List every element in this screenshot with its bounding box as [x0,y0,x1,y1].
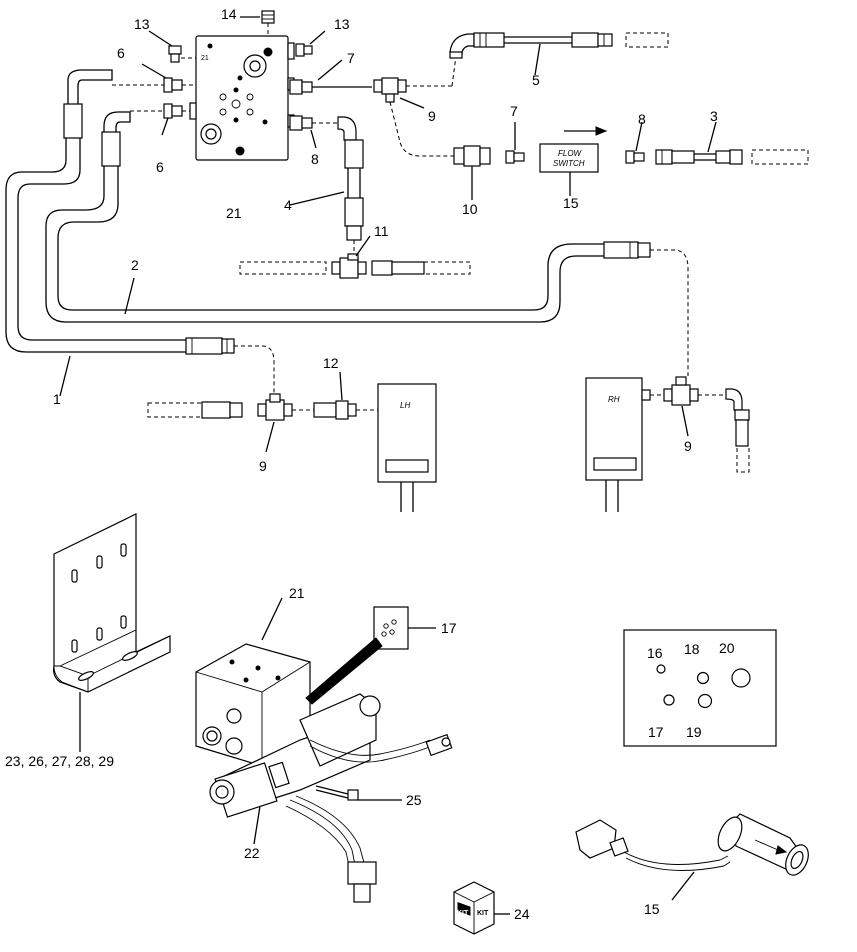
callout-22: 22 [244,845,260,861]
manifold-block-top [189,35,295,161]
tee-fitting-9-rh [650,376,750,473]
fitting-7-flow [505,122,525,164]
callout-4: 4 [284,197,292,213]
kit-label-right: KIT [477,910,489,917]
rh-unit [585,377,651,512]
callout-9-top: 9 [428,108,436,124]
flow-switch-harness [575,813,809,901]
callout-13-left: 13 [134,16,150,32]
callout-10: 10 [462,201,478,217]
hose-2 [45,111,689,376]
fitting-8-flow [625,121,645,164]
callout-21-top: 21 [226,205,242,221]
tee-fitting-9-lh [147,393,314,453]
callout-1: 1 [53,391,61,407]
fitting-6-lower [130,103,190,136]
tee-fitting-9-top [373,55,457,157]
callout-17-assembly: 17 [441,620,457,636]
callout-23-26-27-28-29: 23, 26, 27, 28, 29 [5,753,114,769]
callout-7-flow: 7 [510,103,518,119]
callout-12: 12 [323,355,339,371]
mounting-bracket [53,513,171,752]
callout-16: 16 [647,645,663,661]
fitting-8-manifold [289,115,338,149]
callout-20: 20 [719,640,735,656]
callout-2: 2 [131,257,139,273]
callout-17-box: 17 [648,724,664,740]
manifold-number-label: 21 [201,55,209,62]
callout-8-manifold: 8 [311,151,319,167]
callout-21-bottom: 21 [289,585,305,601]
callout-8-flow: 8 [638,111,646,127]
kit-box-24 [453,881,510,935]
fitting-10 [453,145,491,200]
callout-18: 18 [684,641,700,657]
plug-13-left [148,30,196,63]
solenoid-valve-22 [209,693,381,845]
callout-9-lh: 9 [259,458,267,474]
callout-19: 19 [686,724,702,740]
fitting-6-upper [112,63,196,93]
callout-14: 14 [221,6,237,22]
callout-6-upper: 6 [117,45,125,61]
callout-9-rh: 9 [684,438,692,454]
flow-switch-label-line1: FLOW [558,149,583,158]
rh-label: RH [608,395,620,404]
hose-3 [655,121,809,165]
kit-label-left: KIT [457,910,469,917]
plug-14 [240,10,275,36]
bolt-25 [315,785,402,801]
callout-24: 24 [514,906,530,922]
plug-13-right [295,30,326,57]
manifold-assembly [195,597,311,767]
lh-unit [377,383,437,512]
fitting-12 [313,371,378,420]
callout-15-top: 15 [563,195,579,211]
lh-label: LH [400,401,410,410]
callout-15-bottom: 15 [644,901,660,917]
callout-11: 11 [374,223,389,239]
fitting-7-manifold [289,59,372,95]
callout-6-lower: 6 [156,159,164,175]
flow-switch-15 [539,126,608,196]
tee-fitting-11 [239,235,471,279]
callout-7-manifold: 7 [347,50,355,66]
valve-wiring-harness [285,733,453,903]
hose-5 [449,32,669,76]
seal-kit-box [623,629,777,747]
callout-25: 25 [406,792,422,808]
hose-4 [289,116,364,241]
callout-13-right: 13 [334,16,350,32]
callout-5: 5 [532,72,540,88]
hose-1 [5,69,275,397]
callout-3: 3 [710,108,718,124]
flow-switch-label-line2: SWITCH [553,159,585,168]
seal-kit-17-callout [305,606,436,705]
